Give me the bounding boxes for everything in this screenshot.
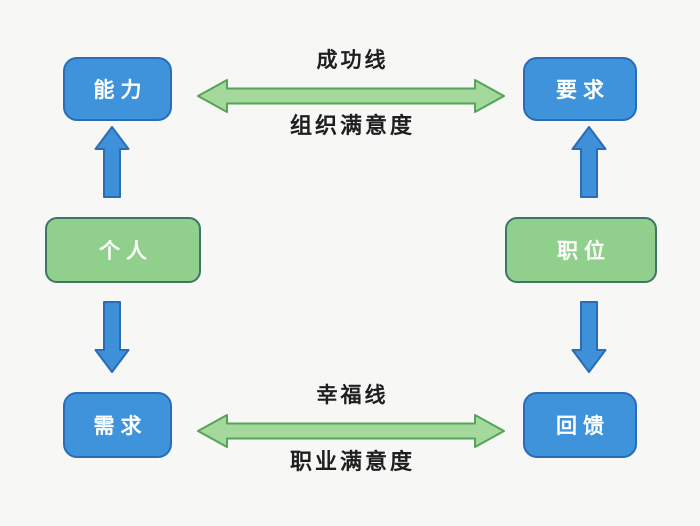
node-ability-label: 能力 [93, 78, 148, 102]
node-requirement: 要求 [523, 57, 637, 121]
node-person: 个人 [45, 217, 201, 283]
double-arrow-icon [197, 79, 505, 113]
connector-position-to-feedback [571, 301, 607, 373]
edge-label-happiness-line: 幸福线 [316, 383, 389, 407]
node-need-label: 需求 [93, 414, 148, 438]
edge-label-organization-satisfaction: 组织满意度 [289, 114, 415, 139]
edge-label-career-satisfaction: 职业满意度 [289, 450, 415, 475]
node-feedback-label: 回馈 [556, 414, 610, 438]
connector-position-to-requirement [571, 126, 607, 198]
up-arrow-icon [94, 126, 130, 198]
connector-need-feedback [196, 412, 506, 450]
node-person-label: 个人 [99, 239, 153, 263]
node-feedback: 回馈 [523, 392, 637, 458]
node-requirement-label: 要求 [556, 78, 610, 102]
down-arrow-icon [571, 301, 607, 373]
edge-label-success-line: 成功线 [316, 48, 389, 72]
up-arrow-icon [571, 126, 607, 198]
down-arrow-icon [94, 301, 130, 373]
double-arrow-icon [197, 414, 505, 448]
node-ability: 能力 [63, 57, 172, 121]
connector-person-to-need [94, 301, 130, 373]
connector-ability-requirement [196, 77, 506, 115]
node-position-label: 职位 [557, 239, 611, 263]
node-need: 需求 [63, 392, 172, 458]
node-position: 职位 [505, 217, 657, 283]
connector-person-to-ability [94, 126, 130, 198]
